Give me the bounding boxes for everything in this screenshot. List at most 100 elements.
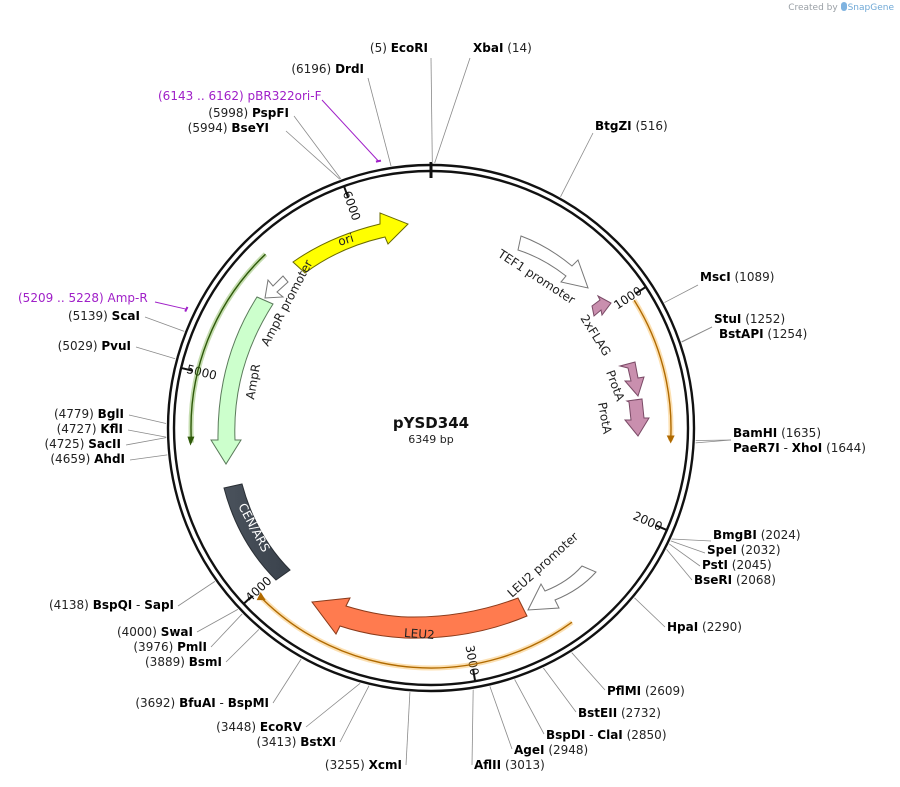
site-aflii-leader xyxy=(471,689,474,766)
site-bfuai-label: (3692) BfuAI - BspMI xyxy=(135,696,269,710)
site-ecorv-name: EcoRV xyxy=(260,720,303,734)
feature-leu2[interactable]: LEU2 xyxy=(311,597,528,642)
site-bstxi-label: (3413) BstXI xyxy=(257,735,336,749)
site-aflii-label: AflII (3013) xyxy=(474,758,545,772)
site-bmgbi[interactable]: BmgBI (2024) xyxy=(671,528,801,542)
site-bfuai-name: BfuAI xyxy=(179,696,216,710)
site-kfli[interactable]: (4727) KflI xyxy=(57,422,167,438)
site-bgli[interactable]: (4779) BglI xyxy=(54,407,167,424)
site-bspqi-name2: SapI xyxy=(144,598,174,612)
site-swai[interactable]: (4000) SwaI xyxy=(117,609,238,639)
site-pflmi-leader xyxy=(571,652,606,691)
feature-prota-2[interactable]: ProtA xyxy=(595,398,650,437)
site-psti-position: (2045) xyxy=(732,558,772,572)
site-scai-leader xyxy=(144,316,185,332)
feature-ampr-arrow[interactable] xyxy=(210,296,274,465)
site-aflii[interactable]: AflII (3013) xyxy=(471,689,545,772)
site-btgzi[interactable]: BtgZI (516) xyxy=(560,119,668,197)
site-stui[interactable]: StuI (1252) xyxy=(681,312,786,343)
site-ahdi[interactable]: (4659) AhdI xyxy=(50,452,168,466)
feature-leu2-promoter-arrow[interactable] xyxy=(527,565,597,611)
orf-arcs xyxy=(187,252,675,671)
site-msci[interactable]: MscI (1089) xyxy=(664,270,774,303)
site-pspfi[interactable]: (5998) PspFI xyxy=(208,106,342,180)
orf-arc-leu2-arrowhead xyxy=(256,592,266,601)
feature-2xflag-arrow[interactable] xyxy=(591,294,612,317)
site-paer7i[interactable]: PaeR7I - XhoI (1644) xyxy=(695,439,866,455)
site-bstxi-leader xyxy=(339,685,370,743)
site-spei-leader xyxy=(670,540,706,554)
site-drdi-position: (6196) xyxy=(291,62,331,76)
site-bstxi[interactable]: (3413) BstXI xyxy=(257,685,370,749)
site-bfuai[interactable]: (3692) BfuAI - BspMI xyxy=(135,658,302,710)
site-bspdi[interactable]: BspDI - ClaI (2850) xyxy=(514,679,667,742)
primer-ampr-leader xyxy=(154,301,187,310)
site-xcmi-name: XcmI xyxy=(369,758,402,772)
site-paer7i-leader xyxy=(695,439,732,444)
site-drdi[interactable]: (6196) DrdI xyxy=(291,62,392,167)
site-agei[interactable]: AgeI (2948) xyxy=(489,686,588,757)
site-xbai[interactable]: XbaI (14) xyxy=(434,41,532,164)
feature-tef1-promoter-arrow[interactable] xyxy=(517,235,589,289)
primer-ampr[interactable]: (5209 .. 5228) Amp-R xyxy=(18,291,189,312)
feature-prota-1-arrow[interactable] xyxy=(618,361,645,398)
scale-tick-6000 xyxy=(343,185,349,198)
site-pmli-label: (3976) PmlI xyxy=(133,640,207,654)
site-xbai-position: (14) xyxy=(507,41,532,55)
site-pflmi-name: PflMI xyxy=(607,684,641,698)
site-bseyi[interactable]: (5994) BseYI xyxy=(188,121,341,180)
site-pvui-leader xyxy=(135,346,176,360)
site-spei[interactable]: SpeI (2032) xyxy=(670,540,781,557)
feature-ori-arrow[interactable] xyxy=(292,212,409,274)
feature-prota-2-arrow[interactable] xyxy=(623,398,650,437)
feature-prota-1[interactable]: ProtA xyxy=(603,361,645,404)
site-bsmi[interactable]: (3889) BsmI xyxy=(145,629,260,669)
site-ecori-position: (5) xyxy=(370,41,387,55)
orf-arc-ampr-arrowhead xyxy=(187,436,195,446)
site-sacii[interactable]: (4725) SacII xyxy=(44,437,167,451)
site-paer7i-name2: XhoI xyxy=(792,441,823,455)
site-pflmi-position: (2609) xyxy=(645,684,685,698)
site-hpai-leader xyxy=(634,597,666,628)
site-agei-label: AgeI (2948) xyxy=(514,743,588,757)
site-xbai-label: XbaI (14) xyxy=(473,41,532,55)
site-scai[interactable]: (5139) ScaI xyxy=(68,309,185,332)
site-bspqi-leader xyxy=(177,581,216,607)
site-bamhi[interactable]: BamHI (1635) xyxy=(695,426,821,441)
site-bseri[interactable]: BseRI (2068) xyxy=(666,549,776,587)
site-spei-label: SpeI (2032) xyxy=(707,543,781,557)
primer-pbr322ori[interactable]: (6143 .. 6162) pBR322ori-F xyxy=(158,89,382,163)
site-bspqi-label: (4138) BspQI - SapI xyxy=(49,598,174,612)
site-bspqi[interactable]: (4138) BspQI - SapI xyxy=(49,581,216,612)
site-bstapi[interactable]: BstAPI (1254) xyxy=(681,326,808,343)
site-psti[interactable]: PstI (2045) xyxy=(669,543,772,572)
site-bsteii-name: BstEII xyxy=(578,706,617,720)
site-pmli-name: PmlI xyxy=(177,640,207,654)
feature-cen-ars[interactable]: CEN/ARS xyxy=(223,483,291,581)
site-bamhi-position: (1635) xyxy=(781,426,821,440)
feature-tef1-promoter[interactable]: TEF1 promoter xyxy=(495,235,589,307)
site-pmli[interactable]: (3976) PmlI xyxy=(133,613,243,654)
primer-pbr322ori-leader xyxy=(321,99,379,162)
feature-2xflag[interactable]: 2xFLAG xyxy=(577,294,614,359)
site-bspdi-name2: ClaI xyxy=(597,728,622,742)
site-scai-name: ScaI xyxy=(112,309,140,323)
site-pmli-leader xyxy=(210,613,243,648)
feature-cen-ars-block[interactable] xyxy=(223,483,291,581)
site-spei-name: SpeI xyxy=(707,543,737,557)
site-pflmi[interactable]: PflMI (2609) xyxy=(571,652,685,698)
site-xcmi[interactable]: (3255) XcmI xyxy=(325,692,411,772)
site-bsteii[interactable]: BstEII (2732) xyxy=(543,667,661,720)
site-ecori[interactable]: (5) EcoRI xyxy=(370,41,433,164)
feature-ampr[interactable]: AmpR xyxy=(210,296,274,465)
site-drdi-label: (6196) DrdI xyxy=(291,62,364,76)
site-ecorv[interactable]: (3448) EcoRV xyxy=(216,683,361,734)
feature-ori[interactable]: ori xyxy=(292,212,409,274)
feature-ampr-promoter-arrow[interactable] xyxy=(264,275,289,299)
site-hpai[interactable]: HpaI (2290) xyxy=(634,597,742,634)
site-pvui[interactable]: (5029) PvuI xyxy=(58,339,176,360)
site-ahdi-label: (4659) AhdI xyxy=(50,452,125,466)
site-sacii-leader xyxy=(125,437,167,446)
feature-leu2-arrow[interactable] xyxy=(311,597,528,639)
site-scai-position: (5139) xyxy=(68,309,108,323)
